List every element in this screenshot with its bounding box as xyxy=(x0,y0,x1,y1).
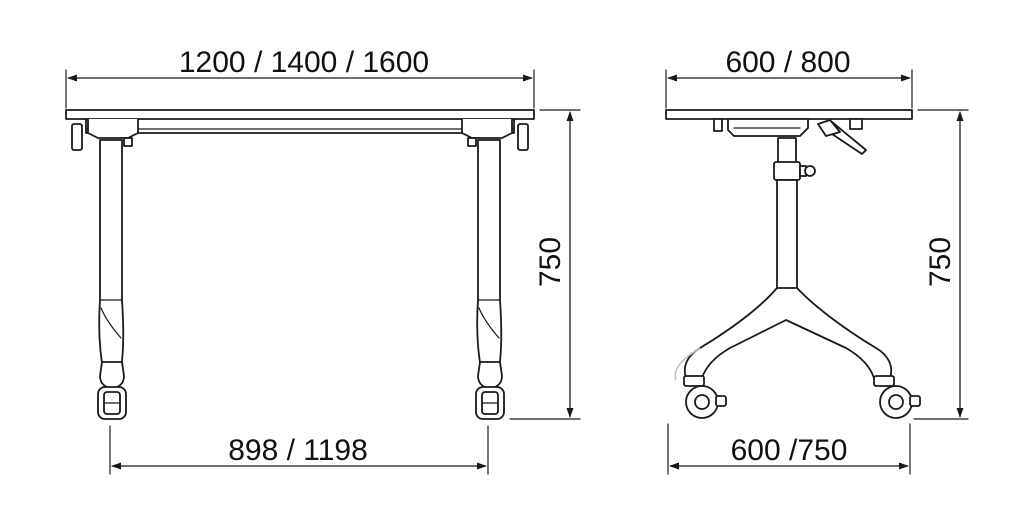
side-tilt-mechanism xyxy=(713,118,867,155)
front-tabletop xyxy=(65,109,535,120)
front-top-width-dimension: 1200 / 1400 / 1600 xyxy=(65,46,535,109)
front-top-width-label: 1200 / 1400 / 1600 xyxy=(179,46,429,79)
front-left-bracket xyxy=(87,119,139,139)
side-base-depth-dimension: 600 /750 xyxy=(667,423,911,475)
side-height-dimension: 750 xyxy=(913,109,969,420)
front-leg-span-label: 898 / 1198 xyxy=(228,434,368,467)
side-tabletop xyxy=(665,109,913,120)
front-height-label: 750 xyxy=(534,237,567,287)
front-left-leg xyxy=(97,139,127,420)
front-height-dimension: 750 xyxy=(509,109,581,420)
side-height-knob xyxy=(799,165,816,177)
side-top-depth-label: 600 / 800 xyxy=(725,46,850,79)
front-leg-span-dimension: 898 / 1198 xyxy=(109,425,489,475)
side-top-depth-dimension: 600 / 800 xyxy=(665,46,913,109)
front-view: 1200 / 1400 / 1600 750 898 / 1198 xyxy=(65,46,581,475)
side-lower-column xyxy=(776,179,798,293)
front-right-leg xyxy=(475,139,505,420)
side-left-caster xyxy=(683,375,727,419)
side-height-label: 750 xyxy=(924,237,957,287)
side-right-caster xyxy=(873,375,921,419)
side-view: 600 / 800 750 600 /750 xyxy=(665,46,969,475)
front-frame-rail xyxy=(85,118,515,134)
side-base-arms xyxy=(683,287,893,379)
side-base-depth-label: 600 /750 xyxy=(731,434,848,467)
front-right-bracket xyxy=(461,119,513,139)
